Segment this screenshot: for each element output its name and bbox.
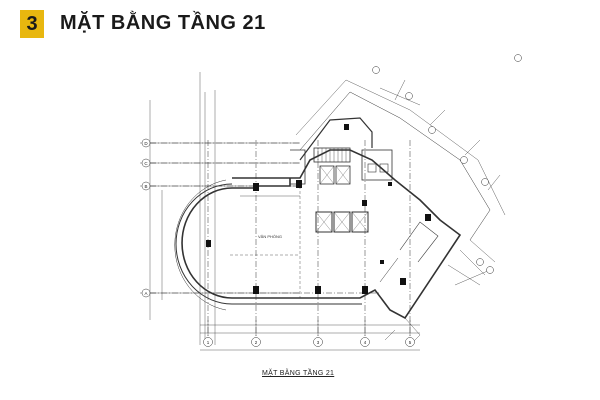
grid-label-b: B (144, 184, 147, 189)
grid-label-a: A (144, 291, 147, 296)
grid-label-4: 4 (364, 340, 367, 345)
slide-number-badge: 3 (20, 10, 44, 38)
plan-caption: MẶT BẰNG TẦNG 21 (262, 370, 335, 377)
grid-label-d: D (144, 141, 148, 146)
grid-label-5: 5 (409, 340, 412, 345)
grid-label-2: 2 (255, 340, 258, 345)
slide-title: MẶT BẰNG TẦNG 21 (60, 12, 266, 34)
room-label: VĂN PHÒNG (258, 234, 283, 239)
grid-label-1: 1 (207, 340, 210, 345)
grid-label-c: C (144, 161, 148, 166)
grid-label-3: 3 (317, 340, 320, 345)
